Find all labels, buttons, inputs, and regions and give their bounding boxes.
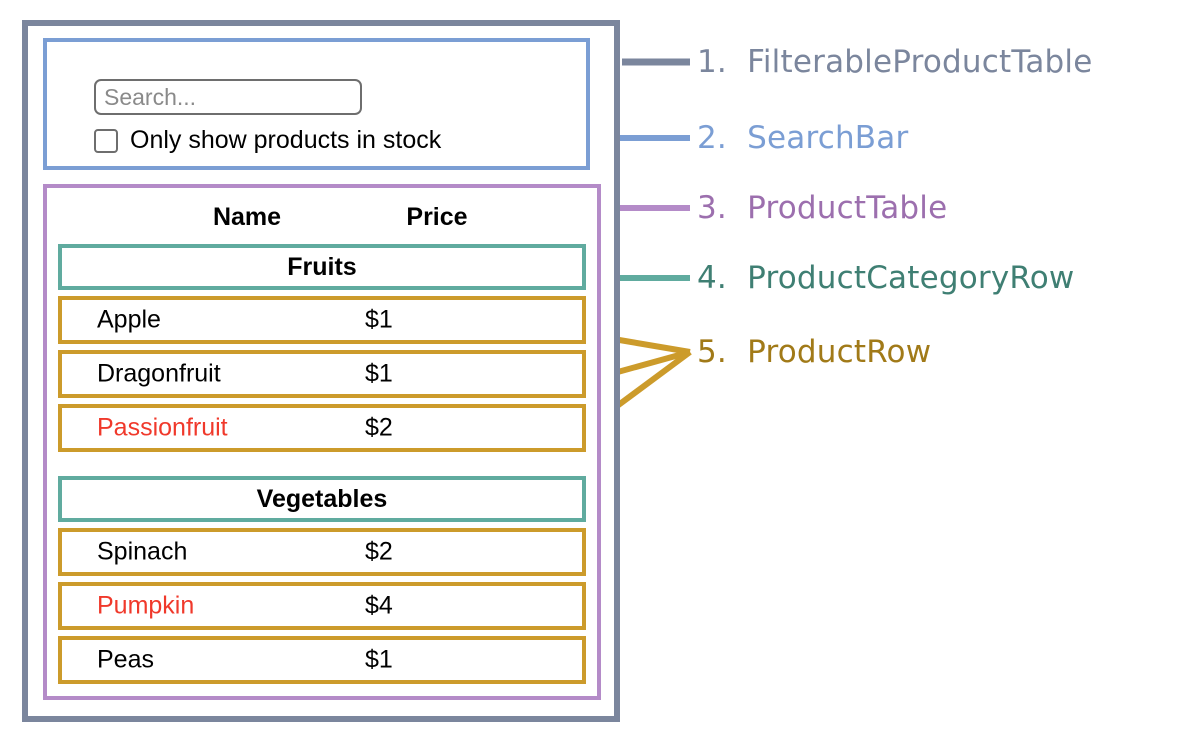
legend-number: 5. [697, 334, 738, 370]
product-price: $2 [365, 413, 393, 442]
product-name: Pumpkin [97, 591, 195, 620]
product-name: Peas [97, 645, 154, 674]
legend-label: ProductTable [747, 190, 948, 226]
product-price: $2 [365, 537, 393, 566]
legend: 1. FilterableProductTable 2. SearchBar 3… [697, 0, 1197, 744]
in-stock-filter-row[interactable]: Only show products in stock [94, 128, 441, 153]
legend-item-product-row: 5. ProductRow [697, 334, 931, 370]
product-row[interactable]: Peas $1 [58, 636, 586, 684]
legend-label: ProductCategoryRow [747, 260, 1075, 296]
product-name: Dragonfruit [97, 359, 221, 388]
product-name: Passionfruit [97, 413, 228, 442]
product-price: $1 [365, 305, 393, 334]
legend-number: 3. [697, 190, 738, 226]
product-price: $1 [365, 645, 393, 674]
in-stock-checkbox-label: Only show products in stock [130, 126, 442, 154]
legend-item-product-category-row: 4. ProductCategoryRow [697, 260, 1074, 296]
product-name: Spinach [97, 537, 188, 566]
product-row[interactable]: Dragonfruit $1 [58, 350, 586, 398]
search-bar: Search... Only show products in stock [43, 38, 590, 170]
legend-number: 1. [697, 44, 738, 80]
legend-item-product-table: 3. ProductTable [697, 190, 947, 226]
product-rows-area: Fruits Apple $1 Dragonfruit $1 Passionfr… [58, 244, 586, 684]
product-price: $4 [365, 591, 393, 620]
product-price: $1 [365, 359, 393, 388]
legend-label: FilterableProductTable [747, 44, 1093, 80]
legend-number: 4. [697, 260, 738, 296]
group-spacer [58, 458, 586, 476]
table-header-row: Name Price [47, 196, 597, 238]
legend-item-filterable-product-table: 1. FilterableProductTable [697, 44, 1093, 80]
product-row[interactable]: Apple $1 [58, 296, 586, 344]
column-header-name: Name [212, 202, 282, 231]
legend-item-search-bar: 2. SearchBar [697, 120, 908, 156]
search-input[interactable]: Search... [94, 79, 362, 115]
column-header-price: Price [406, 202, 468, 231]
product-row[interactable]: Pumpkin $4 [58, 582, 586, 630]
legend-label: SearchBar [747, 120, 909, 156]
legend-number: 2. [697, 120, 738, 156]
checkbox-icon[interactable] [94, 128, 118, 153]
legend-label: ProductRow [747, 334, 932, 370]
product-table: Name Price Fruits Apple $1 Dragonfruit $… [43, 184, 601, 700]
product-row[interactable]: Passionfruit $2 [58, 404, 586, 452]
product-category-row: Fruits [58, 244, 586, 290]
product-name: Apple [97, 305, 161, 334]
product-row[interactable]: Spinach $2 [58, 528, 586, 576]
product-category-row: Vegetables [58, 476, 586, 522]
